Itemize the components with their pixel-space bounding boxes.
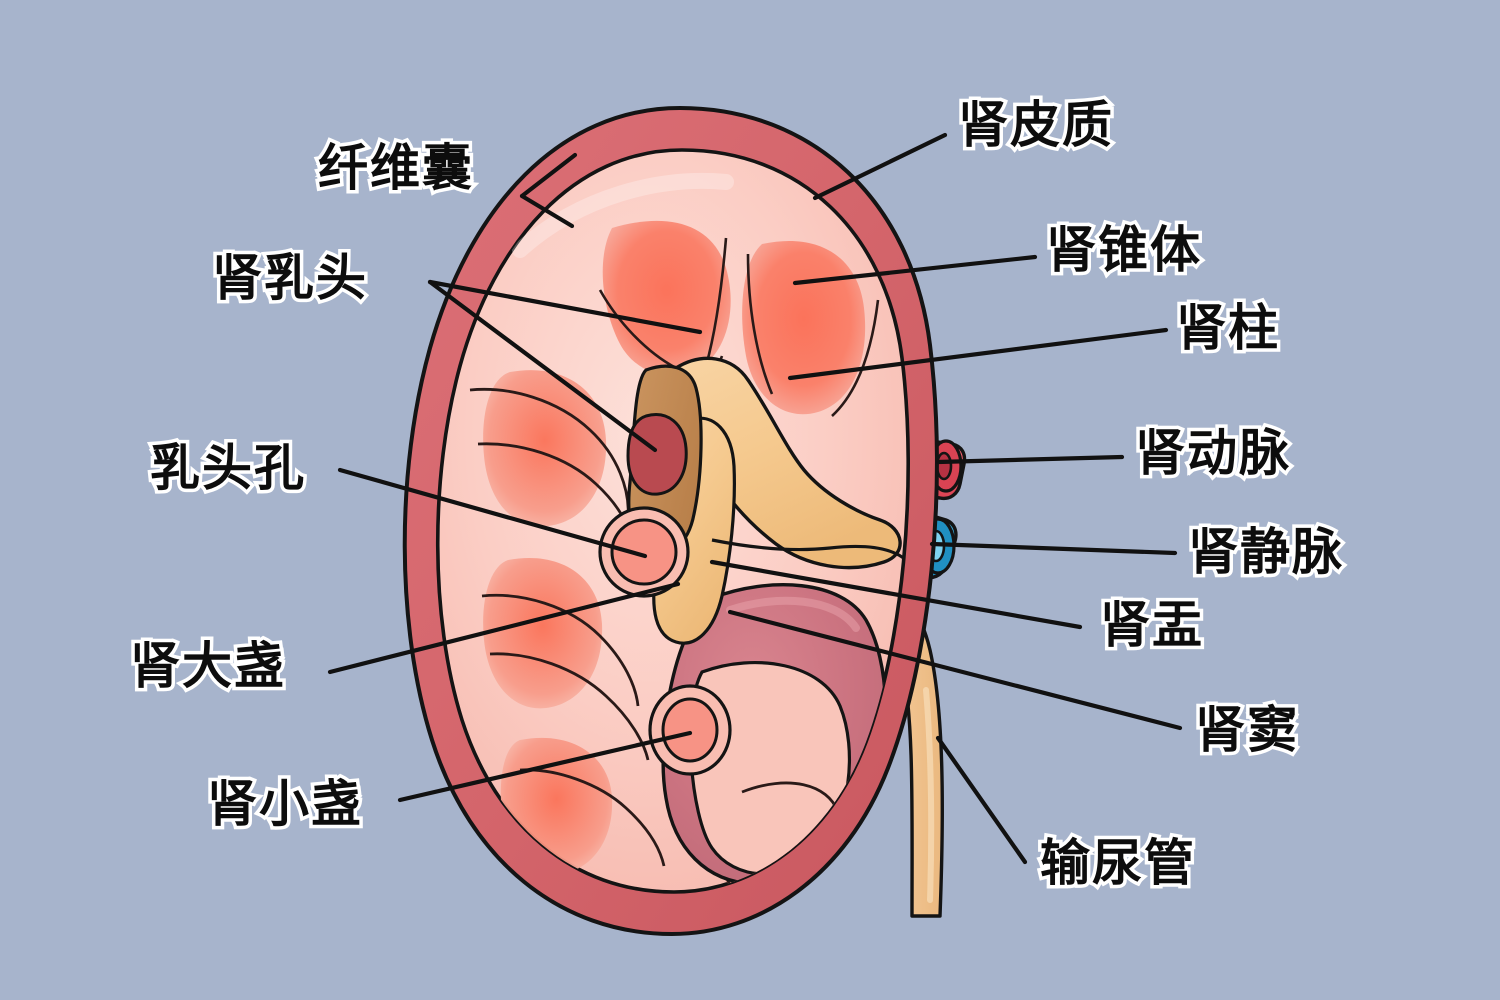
leader-fibrous-capsule bbox=[519, 193, 575, 229]
label-ureter: 输尿管 bbox=[1037, 834, 1198, 892]
leader-papillary-foramen bbox=[337, 467, 648, 559]
leader-ureter bbox=[935, 735, 1028, 865]
leader-renal-pyramid bbox=[792, 254, 1038, 286]
leader-renal-cortex bbox=[812, 132, 948, 201]
label-renal-artery: 肾动脉 bbox=[1132, 424, 1293, 482]
renal-papilla-shape bbox=[626, 413, 688, 496]
label-renal-papilla: 肾乳头 bbox=[209, 249, 370, 307]
minor-calyx-shape bbox=[648, 684, 732, 776]
leader-fibrous-capsule-2 bbox=[519, 152, 578, 199]
label-renal-pyramid: 肾锥体 bbox=[1043, 221, 1204, 279]
renal-pyramid-shape bbox=[483, 370, 607, 527]
label-major-calyx: 肾大盏 bbox=[127, 637, 288, 695]
renal-pyramid-shape bbox=[483, 557, 603, 709]
label-renal-pelvis: 肾盂 bbox=[1097, 596, 1206, 654]
label-renal-column: 肾柱 bbox=[1173, 299, 1282, 357]
label-fibrous-capsule: 纤维囊 bbox=[315, 139, 476, 197]
leader-renal-artery bbox=[935, 454, 1125, 465]
leader-renal-pelvis bbox=[709, 559, 1083, 630]
leader-major-calyx bbox=[327, 581, 681, 675]
label-minor-calyx: 肾小盏 bbox=[204, 775, 365, 833]
renal-pyramid-shape bbox=[742, 240, 866, 415]
leader-lines bbox=[327, 132, 1183, 865]
leader-minor-calyx bbox=[397, 730, 693, 803]
label-renal-sinus: 肾窦 bbox=[1192, 701, 1301, 759]
leader-renal-sinus bbox=[727, 609, 1183, 731]
label-papillary-foramen: 乳头孔 bbox=[147, 439, 308, 497]
label-renal-vein: 肾静脉 bbox=[1185, 523, 1346, 581]
leader-renal-vein bbox=[929, 541, 1178, 556]
label-renal-cortex: 肾皮质 bbox=[955, 96, 1116, 154]
major-calyx-shape bbox=[598, 506, 690, 598]
leader-renal-column bbox=[787, 327, 1169, 381]
leader-renal-papilla-b bbox=[427, 279, 658, 453]
leader-renal-papilla-a bbox=[427, 279, 703, 335]
